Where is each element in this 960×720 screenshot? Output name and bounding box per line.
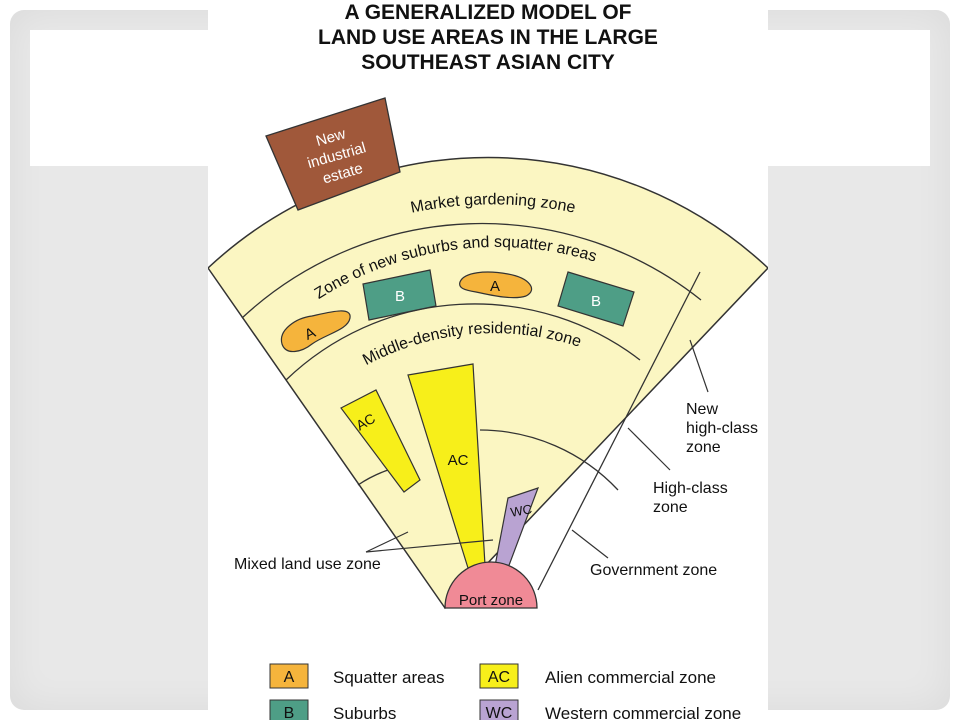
legend-label-alien: Alien commercial zone [545, 668, 716, 687]
new-high-class-label-1: New [686, 401, 718, 418]
suburb-right [557, 271, 635, 327]
new-high-class-label-2: high-class [686, 420, 758, 437]
mixed-pointer-right [365, 539, 494, 553]
mixed-land-use-label: Mixed land use zone [234, 556, 381, 573]
legend-code-suburb: B [284, 705, 295, 720]
new-high-class-pointer [689, 339, 709, 393]
diagram-title-line-1: A GENERALIZED MODEL OF [344, 1, 632, 24]
port-zone [444, 561, 538, 609]
legend-swatch-suburb [269, 699, 309, 720]
legend-code-western: WC [486, 705, 513, 720]
legend-swatch-alien [479, 663, 519, 689]
western-marker: WC [509, 501, 533, 520]
diagram-title-line-3: SOUTHEAST ASIAN CITY [361, 51, 615, 74]
land-use-diagram: A GENERALIZED MODEL OF LAND USE AREAS IN… [208, 0, 768, 720]
arc-suburbs-outer [241, 222, 702, 319]
port-zone-label: Port zone [459, 592, 523, 609]
legend-swatch-western [479, 699, 519, 720]
new-high-class-label-3: zone [686, 439, 721, 456]
new-industrial-estate [265, 97, 401, 211]
diagram-svg: New industrial estate Market gardening z… [208, 97, 768, 720]
suburb-marker-left: B [395, 288, 405, 305]
alien-marker-center: AC [448, 452, 469, 469]
alien-commercial-left [340, 389, 421, 493]
legend-swatch-squatter [269, 663, 309, 689]
legend-code-alien: AC [488, 669, 510, 686]
arc-suburbs-inner [285, 303, 641, 381]
suburb-left [362, 269, 437, 321]
government-label: Government zone [590, 562, 717, 579]
legend-label-squatter: Squatter areas [333, 668, 445, 687]
diagram-title: A GENERALIZED MODEL OF LAND USE AREAS IN… [208, 0, 768, 75]
mixed-pointer-left [365, 531, 409, 553]
legend-label-western: Western commercial zone [545, 704, 741, 720]
diagram-title-line-2: LAND USE AREAS IN THE LARGE [318, 26, 658, 49]
market-gardening-zone [208, 156, 768, 610]
radial-divider [537, 271, 701, 591]
suburb-marker-right: B [591, 293, 601, 310]
squatter-area-center [459, 271, 532, 299]
legend-code-squatter: A [284, 669, 295, 686]
squatter-marker-center: A [490, 278, 500, 295]
arc-inner-middle [479, 429, 619, 491]
legend-label-suburb: Suburbs [333, 704, 396, 720]
government-pointer [571, 529, 609, 559]
high-class-label-1: High-class [653, 480, 728, 497]
high-class-label-2: zone [653, 499, 688, 516]
high-class-pointer [627, 427, 671, 471]
legend: A Squatter areas AC Alien commercial zon… [269, 663, 741, 720]
squatter-area-left [280, 310, 351, 353]
